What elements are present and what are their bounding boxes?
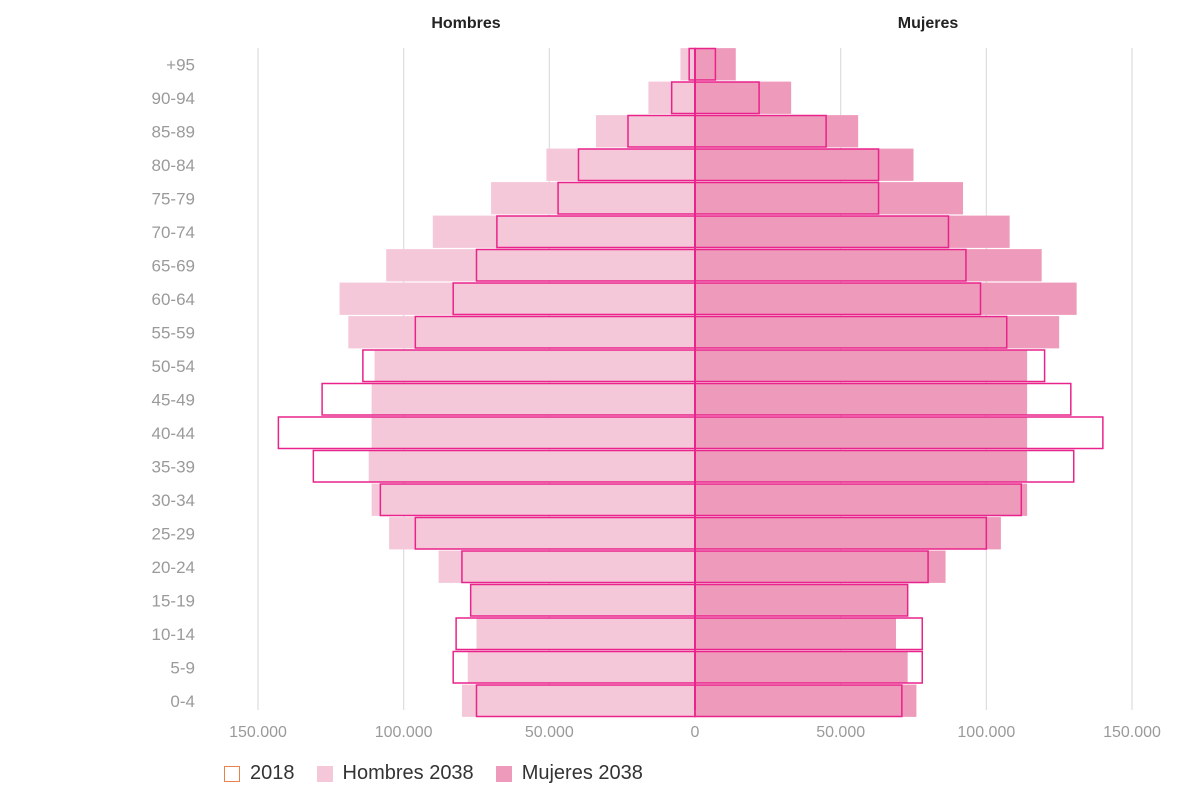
age-label-20-24: 20-24 [152,558,195,577]
x-tick-label-3: 0 [691,724,700,741]
legend-item-2018[interactable]: 2018 [224,762,295,785]
bar-hombres-2038-80-84 [546,148,695,181]
bar-hombres-2038-35-39 [368,450,695,483]
bar-mujeres-2038-30-34 [695,483,1028,516]
bar-mujeres-2038-20-24 [695,550,946,583]
bar-mujeres-2038-25-29 [695,517,1001,550]
panel-titles: Hombres Mujeres [431,15,958,32]
age-label-10-14: 10-14 [152,625,195,644]
bar-mujeres-2038-70-74 [695,215,1010,248]
panel-title-mujeres: Mujeres [898,15,959,32]
age-label-70-74: 70-74 [152,223,195,242]
bar-hombres-2038-70-74 [432,215,695,248]
legend-swatch-hombres-2038 [316,765,333,782]
bar-hombres-2038-60-64 [339,282,695,315]
age-label-40-44: 40-44 [152,424,195,443]
age-label-50-54: 50-54 [152,357,195,376]
bars-2018 [277,47,1104,718]
x-tick-label-2: 50.000 [525,724,574,741]
bar-hombres-2038-55-59 [348,316,695,349]
bar-hombres-2038-20-24 [438,550,695,583]
bar-hombres-2038-45-49 [371,383,695,416]
age-label-35-39: 35-39 [152,457,195,476]
age-label-0-4: 0-4 [170,692,195,711]
bar-mujeres-2038-55-59 [695,316,1060,349]
bar-hombres-2038-50-54 [374,349,695,382]
bar-mujeres-2038-80-84 [695,148,914,181]
legend-item-mujeres-2038[interactable]: Mujeres 2038 [495,762,643,785]
x-tick-label-1: 100.000 [375,724,433,741]
bar-hombres-2038-15-19 [470,584,695,617]
legend: 2018 Hombres 2038 Mujeres 2038 [224,762,665,785]
age-label-25-29: 25-29 [152,524,195,543]
x-tick-label-4: 50.000 [816,724,865,741]
legend-item-hombres-2038[interactable]: Hombres 2038 [316,762,474,785]
age-group-labels: 0-4 5-9 10-14 15-19 20-24 25-29 30-34 35-39 40-4… [152,55,195,711]
legend-swatch-mujeres-2038 [495,765,512,782]
x-tick-label-6: 150.000 [1103,724,1161,741]
bar-hombres-2038-30-34 [371,483,695,516]
age-label-45-49: 45-49 [152,390,195,409]
age-label-60-64: 60-64 [152,290,195,309]
legend-label-2018: 2018 [250,762,295,784]
bar-mujeres-2038-5-9 [695,651,908,684]
bar-mujeres-2038-15-19 [695,584,908,617]
bar-hombres-2038-75-79 [491,182,695,215]
bar-hombres-2038-65-69 [386,249,695,282]
bar-mujeres-2038-85-89 [695,115,859,148]
age-label-85-89: 85-89 [152,122,195,141]
bar-mujeres-2038-90-94 [695,81,792,114]
age-label-15-19: 15-19 [152,591,195,610]
bar-mujeres-2038-35-39 [695,450,1028,483]
x-tick-label-5: 100.000 [957,724,1015,741]
panel-title-hombres: Hombres [431,15,500,32]
legend-label-hombres-2038: Hombres 2038 [342,762,474,784]
bar-mujeres-2038-65-69 [695,249,1042,282]
bar-mujeres-2038-40-44 [695,416,1028,449]
bar-hombres-2038-10-14 [476,617,695,650]
bar-mujeres-2038-0-4 [695,684,917,717]
bar-mujeres-2038-45-49 [695,383,1028,416]
bar-hombres-2038-40-44 [371,416,695,449]
bar-mujeres-2038-60-64 [695,282,1077,315]
legend-swatch-2018 [224,765,240,782]
bar-hombres-2038-25-29 [389,517,695,550]
age-label-65-69: 65-69 [152,256,195,275]
age-label-+95: +95 [166,55,195,74]
bar-hombres-2038-85-89 [595,115,695,148]
legend-label-mujeres-2038: Mujeres 2038 [521,762,643,784]
age-label-80-84: 80-84 [152,156,195,175]
x-axis-tick-labels: 150.000 100.000 50.000 0 50.000 100.000 150.00… [229,724,1161,741]
age-label-55-59: 55-59 [152,323,195,342]
age-label-5-9: 5-9 [170,658,195,677]
x-tick-label-0: 150.000 [229,724,287,741]
age-label-90-94: 90-94 [152,89,195,108]
bar-hombres-2038-5-9 [467,651,695,684]
bar-mujeres-2038-75-79 [695,182,964,215]
age-label-30-34: 30-34 [152,491,195,510]
bar-hombres-2038-0-4 [461,684,695,717]
age-label-75-79: 75-79 [152,189,195,208]
bar-mujeres-2038-50-54 [695,349,1028,382]
bar-mujeres-2038-10-14 [695,617,897,650]
bar-hombres-2038-+95 [680,48,695,81]
bars-2038 [339,48,1077,717]
